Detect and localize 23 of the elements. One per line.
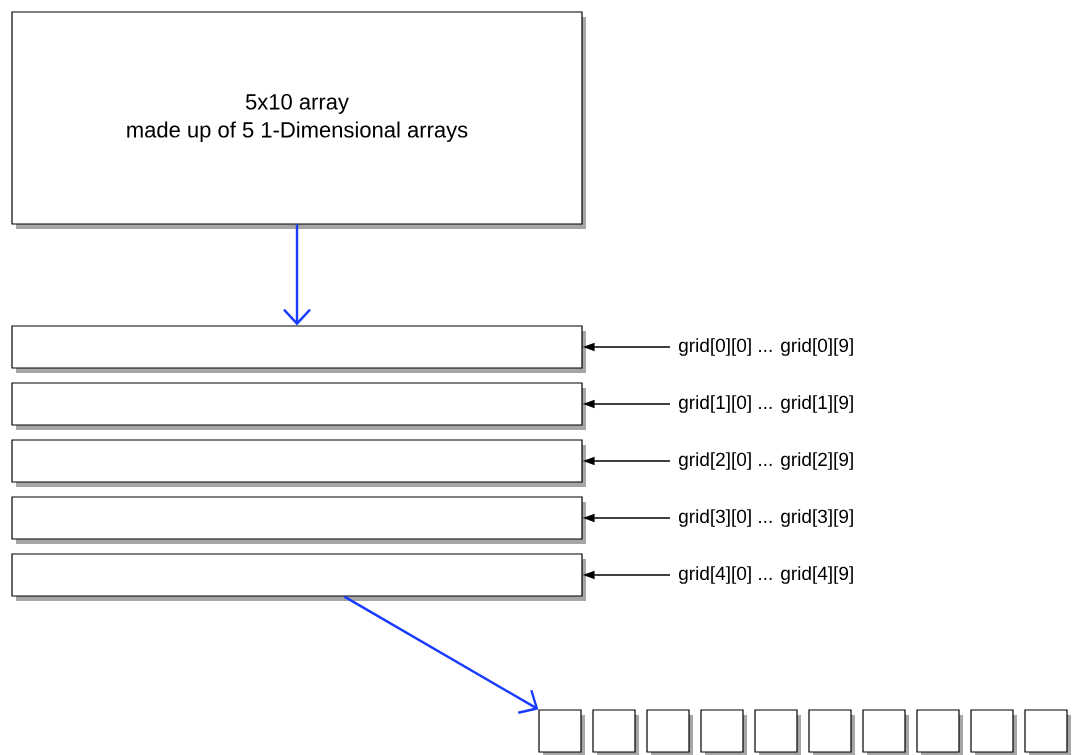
row-box [11, 553, 586, 601]
cell-box [916, 709, 963, 755]
array-label: grid[4][0] ... grid[4][9] [679, 566, 853, 584]
cell-box [646, 709, 693, 755]
row-box [11, 325, 586, 373]
cell-box [700, 709, 747, 755]
cell-box [1024, 709, 1071, 755]
cell-box [592, 709, 639, 755]
row-box [11, 382, 586, 430]
cell-box [970, 709, 1017, 755]
array-label: grid[1][0] ... grid[1][9] [679, 395, 853, 413]
cell-box [538, 709, 585, 755]
array-label: grid[3][0] ... grid[3][9] [679, 509, 853, 527]
array-label: grid[2][0] ... grid[2][9] [679, 452, 853, 470]
row-box [11, 439, 586, 487]
array-label: grid[0][0] ... grid[0][9] [679, 338, 853, 356]
cell-box [754, 709, 801, 755]
cell-box [808, 709, 855, 755]
arrow [343, 595, 539, 714]
row-box [11, 496, 586, 544]
array-box: 5x10 array made up of 5 1-Dimensional arrays [11, 11, 586, 229]
arrow [283, 224, 311, 326]
cell-box [862, 709, 909, 755]
